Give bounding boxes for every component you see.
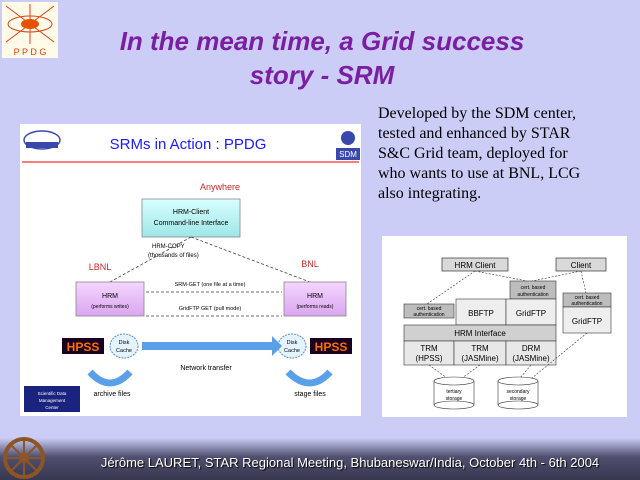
- cert-auth-left: [403, 303, 455, 319]
- hrm-architecture-diagram: HRM Client Client cert. based authentica…: [382, 236, 627, 417]
- trm-jasmine-node: [453, 340, 507, 366]
- lbl-logo: [23, 130, 61, 150]
- gridftp-get-label: GridFTP GET (pull mode): [179, 306, 242, 312]
- hrm-client-sublabel: Command-line Interface: [154, 220, 229, 227]
- gridftp-right-node: [562, 306, 612, 334]
- hrm-lbnl-label: HRM: [102, 293, 118, 300]
- hrm-bnl-label: HRM: [307, 293, 323, 300]
- bnl-label: BNL: [301, 259, 319, 269]
- gridftp-label: GridFTP: [516, 309, 546, 318]
- sdm-logo-text: SDM: [339, 150, 357, 159]
- hrm-lbnl-box: [75, 281, 145, 317]
- drm-jasmine-sublabel: (JASMine): [512, 354, 550, 363]
- disk-cache-left-sublabel: Cache: [116, 348, 132, 354]
- stage-files-label: stage files: [294, 391, 326, 398]
- client-node-label: Client: [571, 261, 592, 270]
- sdm-logo: SDM: [336, 131, 360, 160]
- hrm-interface-label: HRM Interface: [454, 329, 506, 338]
- network-transfer-arrow: [142, 336, 282, 356]
- bbftp-label: BBFTP: [468, 309, 494, 318]
- drm-jasmine-label: DRM: [522, 344, 541, 353]
- cert-auth-left-label: cert. based: [417, 306, 442, 312]
- gridftp-node: [505, 298, 557, 326]
- get-list-sublabel: (thousands of files): [148, 253, 199, 259]
- description-line: tested and enhanced by STAR: [378, 125, 571, 142]
- srm-get-label: SRM-GET (one file at a time): [175, 282, 246, 288]
- bbftp-node: [455, 298, 507, 326]
- hrm-client-node-label: HRM Client: [455, 261, 497, 270]
- trm-hpss-sublabel: (HPSS): [415, 354, 442, 363]
- hpss-right-label: HPSS: [315, 340, 348, 354]
- srm-ppdg-diagram: SRMs in Action : PPDG SDM Anywhere HRM-C…: [20, 124, 361, 416]
- secondary-storage-sublabel: storage: [510, 396, 527, 402]
- description-line: Developed by the SDM center,: [378, 105, 576, 122]
- cert-auth-top-label: cert. based: [521, 285, 546, 291]
- disk-cache-right: Disk Cache: [277, 333, 307, 359]
- tertiary-storage: tertiary storage: [433, 376, 475, 410]
- secondary-storage-label: secondary: [506, 389, 530, 395]
- sdm-center-logo: [24, 386, 80, 412]
- hpss-logo-left: [62, 338, 104, 354]
- sdm-center-text: Center: [45, 405, 59, 410]
- ppdg-logo: P P D G: [2, 2, 58, 58]
- hpss-left-label: HPSS: [67, 340, 100, 354]
- tertiary-storage-label: tertiary: [446, 389, 462, 395]
- secondary-storage: secondary storage: [497, 376, 539, 410]
- hrm-bnl-sublabel: (performs reads): [297, 304, 334, 310]
- archive-files-label: archive files: [94, 391, 131, 398]
- disk-cache-right-label: Disk: [287, 340, 298, 346]
- gridftp-right-label: GridFTP: [572, 317, 602, 326]
- hrm-client-label: HRM-Client: [173, 209, 209, 216]
- anywhere-label: Anywhere: [200, 182, 240, 192]
- slide-title: In the mean time, a Grid success story -…: [62, 24, 582, 92]
- disk-cache-left-label: Disk: [119, 340, 130, 346]
- archive-cycle-arrow: [87, 369, 133, 387]
- wheel-icon: [3, 437, 45, 479]
- description-line: also integrating.: [378, 185, 482, 202]
- drm-jasmine-node: [505, 340, 557, 366]
- logo-text: P P D G: [14, 47, 47, 57]
- cert-auth-left-sublabel: authentication: [413, 312, 444, 318]
- network-transfer-label: Network transfer: [180, 365, 232, 372]
- hrm-bnl-box: [283, 281, 347, 317]
- diagram-title: SRMs in Action : PPDG: [110, 136, 267, 153]
- description-line: who wants to use at BNL, LCG: [378, 165, 581, 182]
- trm-jasmine-label: TRM: [471, 344, 489, 353]
- footer-text: Jérôme LAURET, STAR Regional Meeting, Bh…: [100, 455, 600, 470]
- hpss-logo-right: [310, 338, 352, 354]
- description-line: S&C Grid team, deployed for: [378, 145, 568, 162]
- get-list-label: HRM-COPY: [152, 244, 185, 250]
- slide-title-line2: story - SRM: [249, 60, 395, 90]
- disk-cache-right-sublabel: Cache: [284, 348, 300, 354]
- footer-bar: [0, 438, 640, 480]
- tertiary-storage-sublabel: storage: [446, 396, 463, 402]
- cert-auth-right-sublabel: authentication: [571, 301, 602, 307]
- stage-cycle-arrow: [285, 369, 333, 387]
- sdm-center-text: Scientific Data: [38, 391, 67, 396]
- hrm-lbnl-sublabel: (performs writes): [91, 304, 129, 310]
- sdm-center-text: Management: [39, 398, 66, 403]
- trm-jasmine-sublabel: (JASMine): [461, 354, 499, 363]
- disk-cache-left: Disk Cache: [109, 333, 139, 359]
- cert-auth-top-sublabel: authentication: [517, 292, 548, 298]
- description-text: Developed by the SDM center, tested and …: [378, 104, 640, 204]
- hrm-client-box: [141, 198, 241, 238]
- slide-title-line1: In the mean time, a Grid success: [119, 26, 525, 56]
- lbnl-label: LBNL: [89, 262, 112, 272]
- trm-hpss-label: TRM: [420, 344, 438, 353]
- cert-auth-right-label: cert. based: [575, 295, 600, 301]
